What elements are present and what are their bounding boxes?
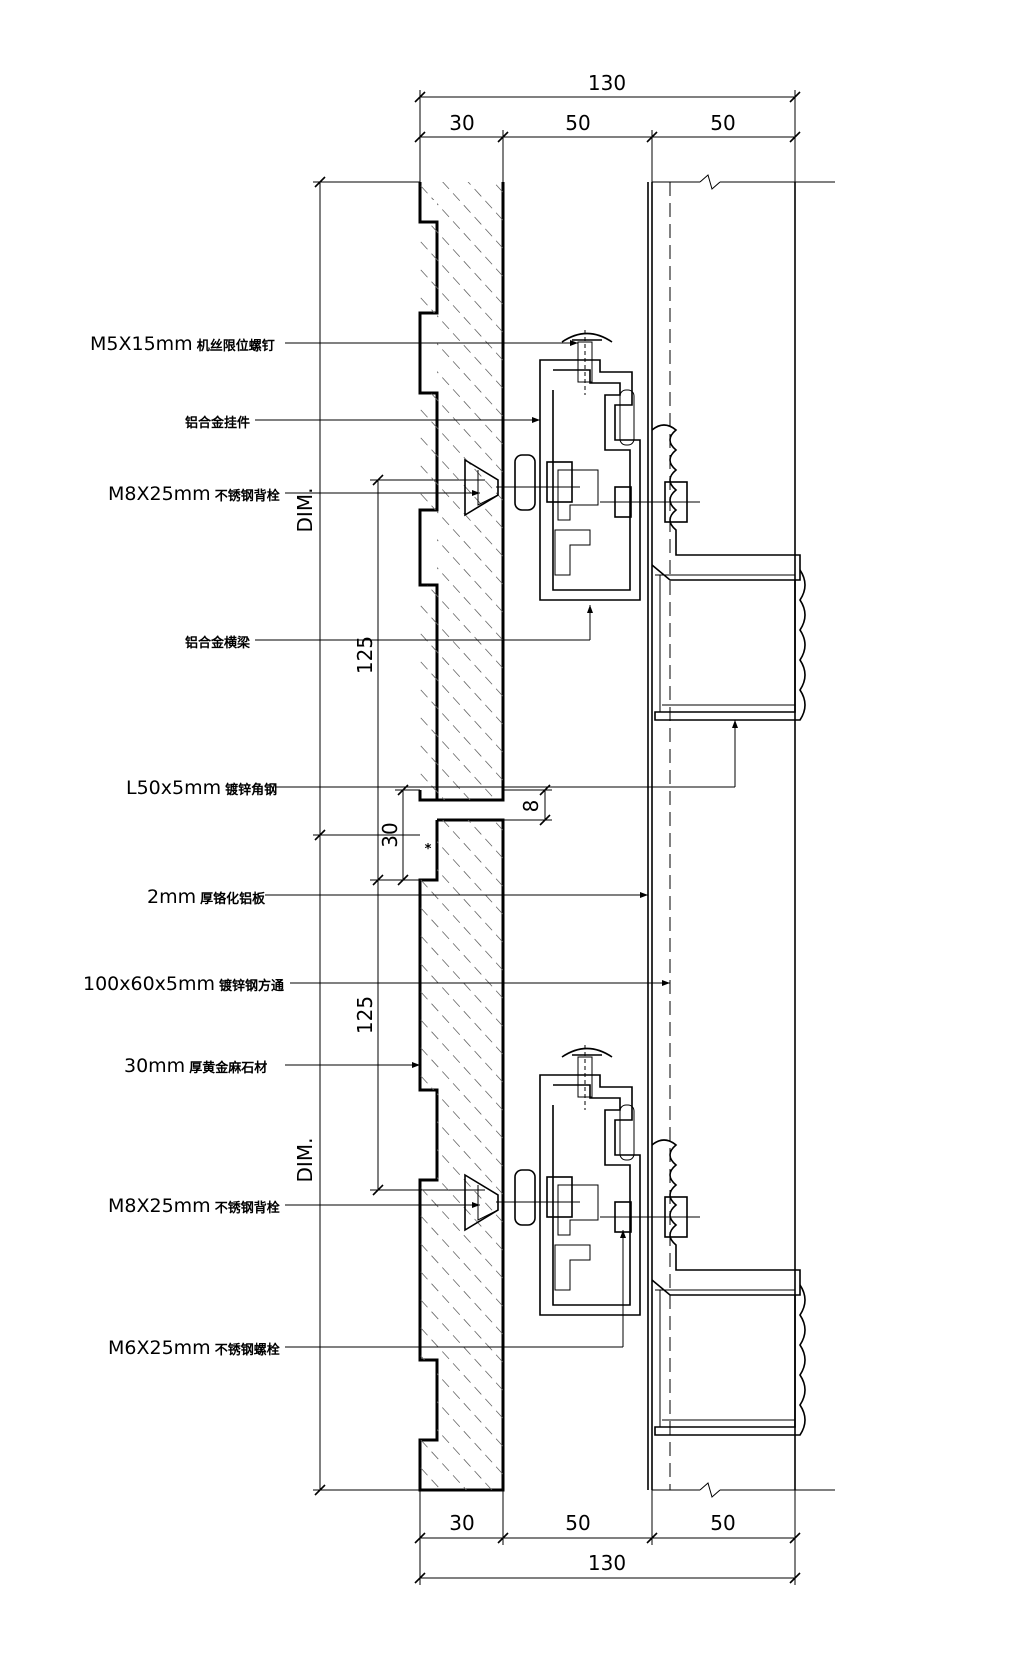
stone-hatch-line bbox=[410, 818, 510, 928]
dim-lower-label: DIM. bbox=[293, 1138, 317, 1183]
stone-hatch-line bbox=[420, 1063, 503, 1175]
stone-hatch-line bbox=[420, 182, 503, 201]
stone-hatch-line bbox=[420, 1007, 503, 1119]
stone-hatch-line bbox=[420, 1399, 503, 1490]
stone-hatch-line bbox=[420, 201, 503, 313]
stone-hatch-line bbox=[420, 537, 503, 649]
stone-hatch-line bbox=[420, 285, 503, 397]
dim-tiny-mark: * bbox=[425, 842, 432, 857]
dim-pitch-upper: 125 bbox=[353, 636, 377, 674]
dim-bottom-b: 50 bbox=[565, 1511, 590, 1535]
dim-gap-8: 8 bbox=[519, 800, 543, 813]
bracket-assembly-upper bbox=[464, 330, 806, 721]
dim-top-b: 50 bbox=[565, 111, 590, 135]
backing-structure bbox=[647, 174, 835, 1498]
stone-hatch-line bbox=[420, 481, 503, 593]
stone-hatch-line bbox=[420, 1259, 503, 1371]
dim-bottom-c: 50 bbox=[710, 1511, 735, 1535]
dim-bottom-a: 30 bbox=[449, 1511, 474, 1535]
stone-hatch-upper bbox=[410, 182, 510, 928]
stone-hatch-lower bbox=[410, 700, 510, 1490]
stone-hatch-line bbox=[420, 1455, 503, 1490]
stone-hatch-line bbox=[420, 1175, 503, 1287]
stone-hatch-line bbox=[420, 649, 503, 761]
stone-hatch-line bbox=[420, 1427, 503, 1490]
top-dimensions: 130 30 50 50 bbox=[414, 71, 801, 182]
stone-hatch-line bbox=[420, 1203, 503, 1315]
stone-hatch-line bbox=[420, 1147, 503, 1259]
stone-hatch-line bbox=[420, 565, 503, 677]
dim-top-total: 130 bbox=[588, 71, 626, 95]
stone-hatch-line bbox=[420, 593, 503, 705]
stone-hatch-line bbox=[420, 229, 503, 341]
stone-hatch-line bbox=[420, 425, 503, 537]
label-aluminium-beam: 铝合金横梁 bbox=[185, 635, 251, 651]
stone-hatch-line bbox=[420, 1315, 503, 1427]
stone-hatch-line bbox=[420, 923, 503, 1035]
stone-hatch-line bbox=[420, 705, 503, 800]
stone-hatch-line bbox=[420, 1035, 503, 1147]
stone-hatch-line bbox=[410, 700, 510, 810]
stone-hatch-line bbox=[420, 341, 503, 453]
stone-hatch-line bbox=[420, 820, 503, 923]
stone-hatch-line bbox=[420, 621, 503, 733]
stone-hatch-line bbox=[420, 1287, 503, 1399]
stone-hatch-line bbox=[420, 677, 503, 789]
dim-upper-label: DIM. bbox=[293, 488, 317, 533]
dim-bottom-total: 130 bbox=[588, 1551, 626, 1575]
bracket-assembly-lower bbox=[464, 1045, 806, 1436]
dim-offset-30: 30 bbox=[378, 822, 402, 847]
stone-hatch-line bbox=[420, 182, 503, 257]
stone-hatch-line bbox=[420, 1091, 503, 1203]
stone-hatch-line bbox=[420, 257, 503, 369]
stone-hatch-line bbox=[420, 397, 503, 509]
stone-hatch-line bbox=[420, 509, 503, 621]
bottom-dimensions: 30 50 50 130 bbox=[414, 1490, 801, 1585]
leader-lines bbox=[255, 340, 738, 1348]
stone-hatch-line bbox=[420, 733, 503, 800]
stone-hatch-line bbox=[420, 369, 503, 481]
stone-hatch-line bbox=[420, 1231, 503, 1343]
vertical-dimensions: DIM. DIM. 125 125 30 * 8 bbox=[293, 176, 552, 1496]
stone-hatch-line bbox=[420, 979, 503, 1091]
dim-top-a: 30 bbox=[449, 111, 474, 135]
stone-hatch-line bbox=[420, 1371, 503, 1483]
stone-hatch-line bbox=[420, 182, 503, 285]
stone-panel-upper bbox=[410, 182, 510, 928]
stone-hatch-line bbox=[420, 951, 503, 1063]
stone-hatch-line bbox=[420, 453, 503, 565]
dim-pitch-lower: 125 bbox=[353, 996, 377, 1034]
label-aluminium-hanger: 铝合金挂件 bbox=[185, 415, 250, 431]
stone-hatch-line bbox=[420, 1119, 503, 1231]
stone-hatch-line bbox=[420, 313, 503, 425]
dim-top-c: 50 bbox=[710, 111, 735, 135]
stone-panel-lower bbox=[410, 700, 510, 1492]
stone-hatch-line bbox=[420, 867, 503, 979]
stone-hatch-line bbox=[420, 761, 503, 800]
stone-hatch-line bbox=[420, 895, 503, 1007]
